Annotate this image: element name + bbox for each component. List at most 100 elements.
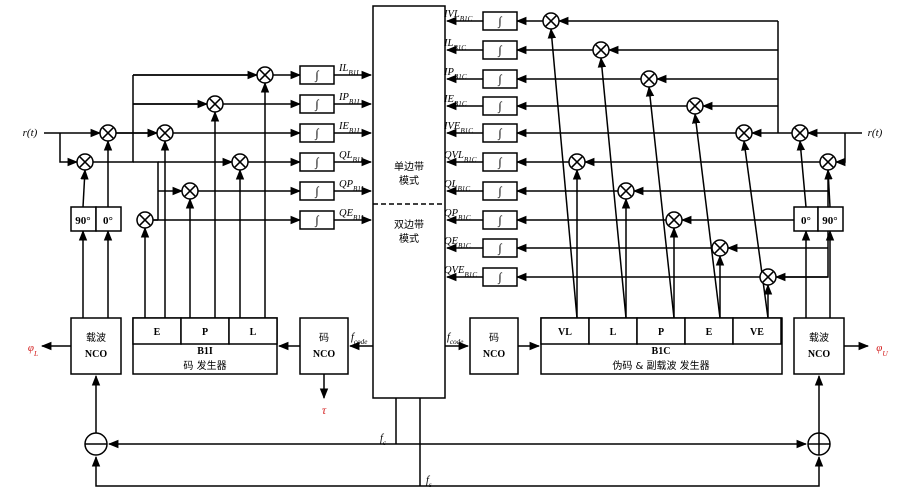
integrator-symbol: ∫ <box>497 14 502 28</box>
labels: 单边带模式双边带模式∫ILB1I∫IPB1I∫IEB1I∫QLB1I∫QPB1I… <box>23 9 889 489</box>
integrator-symbol: ∫ <box>314 126 319 140</box>
right-code-nco-label: 码 <box>489 332 499 344</box>
fs-label: fs <box>426 475 432 489</box>
integrator-symbol: ∫ <box>314 68 319 82</box>
right-phase-0-box <box>793 206 819 232</box>
b1c-cell-VL <box>540 317 590 345</box>
left-phase-90-box <box>70 206 97 232</box>
b1c-cell-VE <box>732 317 782 345</box>
b1i-cell-label: P <box>202 327 208 338</box>
multiplier-cross <box>668 214 680 226</box>
right-integrator-9 <box>482 267 518 287</box>
right-input-branch <box>834 133 846 167</box>
right-output-label-4: IVEB1C <box>443 121 473 135</box>
right-integrator-0 <box>482 11 518 31</box>
left-multiplier-3 <box>231 153 249 171</box>
right-input-label: r(t) <box>868 127 883 139</box>
multiplier-cross <box>822 156 834 168</box>
integrator-symbol: ∫ <box>314 213 319 227</box>
multiplier-cross <box>545 15 557 27</box>
integrator-symbol: ∫ <box>314 155 319 169</box>
right-carrier-nco-label: 载波 <box>809 331 829 344</box>
right-multiplier-5 <box>568 153 586 171</box>
fs-to-right-junction <box>420 455 824 487</box>
left-summing-junction <box>84 432 108 456</box>
multiplier-cross <box>209 98 221 110</box>
right-output-label-8: QEB1C <box>444 236 471 250</box>
left-phase-90-label: 90° <box>75 215 90 227</box>
right-carrier-nco <box>793 317 845 375</box>
left-input-branch <box>59 133 79 167</box>
tau-label: τ <box>322 403 327 417</box>
right-output-label-3: IEB1C <box>443 94 467 108</box>
blocks <box>70 5 845 456</box>
left-integrator-3 <box>299 152 335 172</box>
b1i-cell-E <box>132 317 182 345</box>
right-integrator-3 <box>482 96 518 116</box>
multiplier-cross <box>595 44 607 56</box>
integrator-symbol: ∫ <box>314 97 319 111</box>
left-output-label-2: IEB1I <box>338 121 360 135</box>
multiplier-cross <box>234 156 246 168</box>
right-integrator-5 <box>482 152 518 172</box>
right-multiplier-8 <box>711 239 729 257</box>
left-q-rail <box>93 75 134 163</box>
integrator-symbol: ∫ <box>497 126 502 140</box>
integrator-symbol: ∫ <box>497 213 502 227</box>
right-multiplier-1 <box>592 41 610 59</box>
right-phase-90-to-mixer <box>824 168 833 208</box>
left-output-label-1: IPB1I <box>338 92 360 106</box>
b1c-cell-label: VL <box>558 327 572 338</box>
right-multiplier-2 <box>640 70 658 88</box>
left-i-mixer <box>99 124 117 142</box>
left-code-nco-label: 码 <box>319 332 329 344</box>
right-code-to-multiplier <box>691 112 721 319</box>
right-multiplier-4 <box>735 124 753 142</box>
fs-to-left-junction <box>91 455 420 487</box>
multiplier-cross <box>259 69 271 81</box>
right-code-nco <box>469 317 519 375</box>
right-q-mixer <box>819 153 837 171</box>
left-multiplier-2 <box>156 124 174 142</box>
multiplier-cross <box>689 100 701 112</box>
right-output-label-0: IVLB1C <box>443 9 473 23</box>
multiplier-cross <box>762 271 774 283</box>
multiplier-cross <box>139 214 151 226</box>
left-rail-q <box>133 161 159 220</box>
left-integrator-1 <box>299 94 335 114</box>
fc-label: fc <box>380 433 387 447</box>
right-multiplier-6 <box>617 182 635 200</box>
right-integrator-4 <box>482 123 518 143</box>
right-phase-90-label: 90° <box>822 215 837 227</box>
b1i-title: B1I <box>197 346 213 357</box>
b1i-cell-L <box>228 317 278 345</box>
right-output-label-1: ILB1C <box>443 38 466 52</box>
right-multiplier-7 <box>665 211 683 229</box>
b1c-cell-label: VE <box>750 327 764 338</box>
left-output-label-4: QPB1I <box>339 179 364 193</box>
left-code-nco <box>299 317 349 375</box>
left-phase-0-label: 0° <box>103 215 113 227</box>
multiplier-cross <box>102 127 114 139</box>
right-integrator-2 <box>482 69 518 89</box>
right-fcode-label: fcode <box>447 332 463 346</box>
b1i-cell-label: L <box>250 327 257 338</box>
b1c-cell-label: E <box>706 327 713 338</box>
left-multiplier-0 <box>256 66 274 84</box>
left-carrier-nco-label: 载波 <box>86 331 106 344</box>
right-multiplier-0 <box>542 12 560 30</box>
left-phase-0-box <box>95 206 122 232</box>
left-output-label-0: ILB1I <box>338 63 359 77</box>
multiplier-cross <box>643 73 655 85</box>
b1i-cell-label: E <box>154 327 161 338</box>
integrator-symbol: ∫ <box>497 241 502 255</box>
integrator-symbol: ∫ <box>497 184 502 198</box>
left-multiplier-5 <box>136 211 154 229</box>
right-q-rail <box>780 162 829 278</box>
right-code-to-multiplier <box>741 139 769 319</box>
left-multiplier-4 <box>181 182 199 200</box>
dsb-mode-label: 模式 <box>399 232 419 245</box>
multiplier-cross <box>184 185 196 197</box>
integrator-symbol: ∫ <box>497 99 502 113</box>
